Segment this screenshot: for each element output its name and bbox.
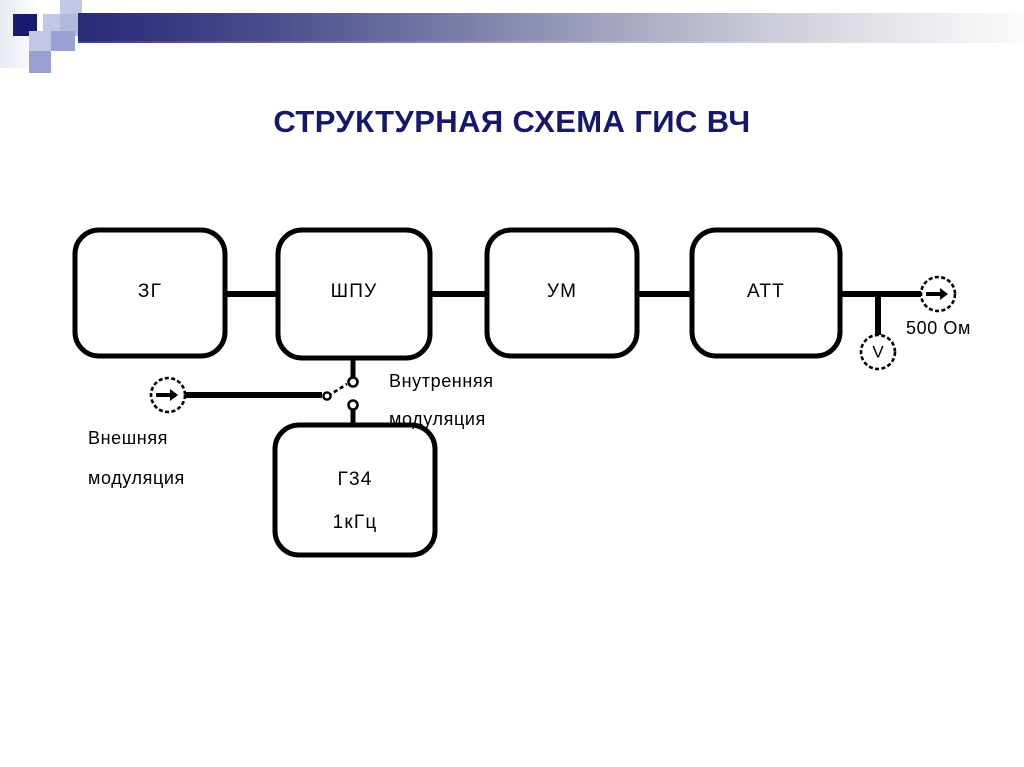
switch-contact-internal[interactable] (347, 376, 359, 388)
header-gradient-bar (78, 13, 1024, 41)
header-square-top (60, 0, 82, 14)
block-g34[interactable] (272, 422, 438, 558)
block-zg[interactable] (72, 227, 228, 359)
switch-contact-external[interactable] (347, 399, 359, 411)
internal-modulation-label-line1: Внутренняя (389, 371, 494, 391)
internal-modulation-label-line2: модуляция (389, 409, 486, 429)
block-shpu[interactable] (275, 227, 433, 361)
diagram-blocks (72, 227, 843, 558)
external-modulation-label-line2: модуляция (88, 468, 185, 488)
header-decoration (0, 0, 1024, 80)
switch-pivot (322, 391, 332, 401)
modulation-switch[interactable] (322, 356, 359, 427)
page-title: СТРУКТУРНАЯ СХЕМА ГИС ВЧ (273, 104, 751, 139)
load-impedance-label: 500 Ом (906, 318, 971, 338)
header-square-mid-lo (29, 31, 51, 51)
block-label-g34-freq: 1кГц (333, 512, 378, 533)
block-label-g34: Г34 (337, 469, 372, 490)
block-att[interactable] (689, 227, 843, 359)
output-arrow-icon (926, 288, 948, 300)
header-square-mid-r (51, 31, 75, 51)
voltmeter-glyph: V (872, 342, 884, 361)
header-square-lower (29, 51, 51, 73)
block-um[interactable] (484, 227, 640, 359)
block-label-um: УМ (547, 281, 577, 302)
header-gradient-bar-shadow (78, 41, 1024, 43)
voltmeter-circle[interactable] (859, 333, 897, 371)
header-square-navy (13, 14, 37, 36)
external-modulation-label-line1: Внешняя (88, 428, 168, 448)
external-input-arrow-icon (156, 389, 178, 401)
connector-lines (185, 291, 921, 398)
header-square-upper (60, 14, 82, 36)
block-label-zg: ЗГ (138, 281, 162, 302)
header-square-mid-l (43, 14, 60, 36)
block-label-att: АТТ (747, 281, 785, 302)
block-label-shpu: ШПУ (331, 281, 378, 302)
